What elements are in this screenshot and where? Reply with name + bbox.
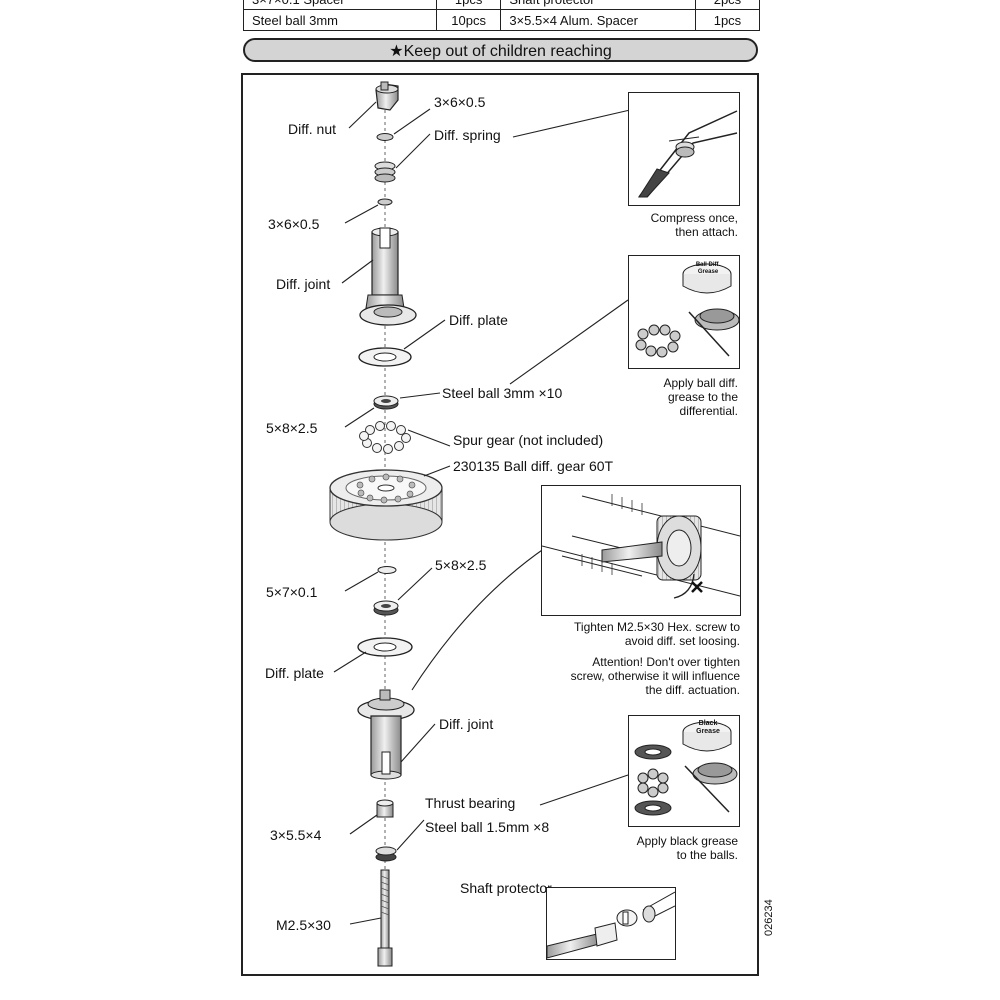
tub-label-ball-diff: Ball Diff. Grease bbox=[695, 262, 721, 275]
part-qty: 1pcs bbox=[694, 9, 761, 31]
diff-joint-bottom-part bbox=[357, 689, 415, 780]
label-diff-joint-bottom: Diff. joint bbox=[439, 716, 494, 732]
bearing-bottom-part bbox=[373, 600, 399, 616]
wrench-illustration bbox=[541, 494, 741, 599]
inset-ball-grease: Ball Diff. Grease bbox=[628, 255, 740, 369]
spur-gear-part bbox=[329, 469, 443, 541]
label-diff-nut: Diff. nut bbox=[288, 121, 336, 137]
label-diff-joint-top: Diff. joint bbox=[276, 276, 331, 292]
tub-label-black: Black Grease bbox=[696, 720, 720, 735]
inset-black-grease: Black Grease bbox=[628, 715, 740, 827]
label-bearing-bottom: 5×8×2.5 bbox=[435, 557, 487, 573]
part-name: Steel ball 3mm bbox=[243, 9, 437, 31]
shaft-protector-illustration bbox=[546, 891, 676, 959]
inset-tighten-screw bbox=[541, 485, 741, 616]
part-code: 026234 bbox=[763, 899, 775, 936]
grease-tub-illustration bbox=[635, 263, 740, 358]
label-spacer: 5×7×0.1 bbox=[266, 584, 318, 600]
assembly-diagram-frame bbox=[241, 73, 759, 976]
diff-spring-part bbox=[374, 161, 396, 183]
steel-ball-ring bbox=[359, 421, 411, 454]
diff-plate-bottom-part bbox=[357, 637, 413, 657]
part-qty: 10pcs bbox=[435, 9, 502, 31]
safety-banner: ★Keep out of children reaching bbox=[243, 38, 758, 62]
washer-part bbox=[377, 198, 393, 206]
inset-compress-spring bbox=[628, 92, 740, 206]
label-diff-plate-bottom: Diff. plate bbox=[265, 665, 324, 681]
caption-ball-grease: Apply ball diff. grease to the different… bbox=[663, 376, 739, 418]
label-bearing-top: 5×8×2.5 bbox=[266, 420, 318, 436]
bearing-top-part bbox=[373, 395, 399, 410]
label-screw: M2.5×30 bbox=[276, 917, 331, 933]
diff-plate-top-part bbox=[358, 347, 412, 367]
caption-attention: Attention! Don't over tighten screw, oth… bbox=[570, 655, 740, 697]
tweezer-illustration bbox=[638, 110, 738, 198]
thrust-bearing-part bbox=[375, 846, 397, 862]
black-grease-illustration bbox=[634, 721, 738, 816]
part-name: 3×5.5×4 Alum. Spacer bbox=[500, 9, 696, 31]
label-diff-plate-top: Diff. plate bbox=[449, 312, 508, 328]
washer-part bbox=[376, 133, 394, 141]
screw-part bbox=[377, 869, 393, 967]
alum-spacer-part bbox=[376, 799, 394, 818]
parts-table: 3×7×0.1 Spacer 1pcs Shaft protector 2pcs… bbox=[243, 0, 761, 31]
label-alum-spacer: 3×5.5×4 bbox=[270, 827, 322, 843]
inset-shaft-protector bbox=[546, 887, 676, 960]
caption-tighten: Tighten M2.5×30 Hex. screw to avoid diff… bbox=[574, 620, 740, 648]
table-row: Steel ball 3mm 10pcs 3×5.5×4 Alum. Space… bbox=[243, 9, 761, 31]
label-thrust-bearing: Thrust bearing bbox=[425, 795, 516, 811]
label-spur-gear: Spur gear (not included) bbox=[453, 432, 604, 448]
label-shaft-protector: Shaft protector bbox=[460, 880, 552, 896]
label-washer-top: 3×6×0.5 bbox=[434, 94, 486, 110]
leader-lines bbox=[333, 101, 631, 925]
spacer-part bbox=[377, 566, 397, 574]
caption-black-grease: Apply black grease to the balls. bbox=[636, 834, 738, 862]
diff-nut-part bbox=[375, 81, 399, 111]
label-diff-spring: Diff. spring bbox=[434, 127, 501, 143]
label-washer-lower: 3×6×0.5 bbox=[268, 216, 320, 232]
label-steel-ball-3mm: Steel ball 3mm ×10 bbox=[442, 385, 563, 401]
label-ball-diff-gear: 230135 Ball diff. gear 60T bbox=[453, 458, 614, 474]
label-steel-ball-15: Steel ball 1.5mm ×8 bbox=[425, 819, 550, 835]
diff-joint-top-part bbox=[359, 227, 417, 326]
caption-compress: Compress once, then attach. bbox=[650, 211, 738, 239]
